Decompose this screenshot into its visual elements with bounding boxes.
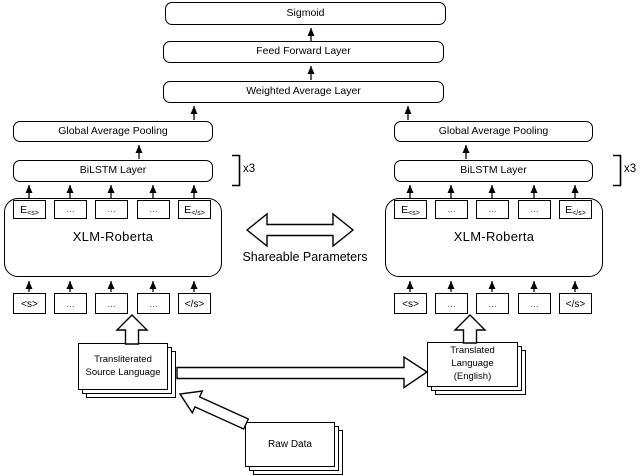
right-token-box: <s> xyxy=(394,293,427,314)
left-xlm-label: XLM-Roberta xyxy=(72,229,154,245)
stack-label-line1: Translated Language xyxy=(450,345,495,370)
embedding-sub: </s> xyxy=(572,210,586,217)
right-bilstm-label: BiLSTM Layer xyxy=(460,164,527,177)
sigmoid-label: Sigmoid xyxy=(286,6,325,19)
token-label: ... xyxy=(488,299,497,310)
embedding-label: ... xyxy=(530,204,539,215)
right-token-box: </s> xyxy=(559,293,592,314)
embedding-label: E xyxy=(20,203,28,216)
feed-forward-layer-box: Feed Forward Layer xyxy=(163,41,444,63)
left-token-box: </s> xyxy=(178,293,211,314)
shareable-parameters-label: Shareable Parameters xyxy=(242,250,368,264)
left-embedding-box: ... xyxy=(137,200,170,219)
left-embedding-box: E<s> xyxy=(13,200,46,219)
embedding-label: ... xyxy=(149,204,158,215)
token-label: </s> xyxy=(184,299,205,310)
right-gap-label: Global Average Pooling xyxy=(438,124,549,137)
left-bilstm-box: BiLSTM Layer xyxy=(13,160,213,182)
token-label: <s> xyxy=(402,299,419,310)
embedding-sub: </s> xyxy=(191,210,205,217)
stack-paper-front: Translated Language (English) xyxy=(427,342,518,387)
right-token-box: ... xyxy=(435,293,468,314)
left-token-box: ... xyxy=(137,293,170,314)
left-token-box: <s> xyxy=(13,293,46,314)
right-embedding-box: E</s> xyxy=(559,200,592,219)
embedding-label: ... xyxy=(107,204,116,215)
weighted-average-layer-box: Weighted Average Layer xyxy=(163,81,444,103)
left-upward-block-arrow xyxy=(115,314,149,345)
right-token-box: ... xyxy=(518,293,551,314)
embedding-sub: <s> xyxy=(408,210,420,217)
right-global-average-pooling-box: Global Average Pooling xyxy=(394,121,593,142)
stack-paper-front: Transliterated Source Language xyxy=(78,343,168,390)
token-label: </s> xyxy=(565,299,586,310)
token-label: ... xyxy=(66,299,75,310)
left-embedding-box: E</s> xyxy=(178,200,211,219)
token-label: ... xyxy=(447,299,456,310)
stack-label-line2: Source Language xyxy=(85,366,161,378)
diagonal-block-arrow xyxy=(178,390,250,430)
embedding-label: E xyxy=(184,203,192,216)
token-label: <s> xyxy=(21,299,38,310)
left-token-box: ... xyxy=(95,293,128,314)
embedding-label: ... xyxy=(447,204,456,215)
horizontal-block-arrow xyxy=(176,355,429,389)
right-embedding-box: ... xyxy=(476,200,509,219)
weighted-average-label: Weighted Average Layer xyxy=(246,85,361,98)
left-gap-label: Global Average Pooling xyxy=(58,124,168,137)
token-label: ... xyxy=(530,299,539,310)
right-embedding-box: E<s> xyxy=(394,200,427,219)
right-xlm-label: XLM-Roberta xyxy=(453,229,535,245)
stack-paper-front: Raw Data xyxy=(245,422,335,467)
feed-forward-label: Feed Forward Layer xyxy=(256,45,351,58)
right-upward-block-arrow xyxy=(453,314,487,344)
right-embedding-box: ... xyxy=(518,200,551,219)
right-x3-label: x3 xyxy=(624,163,637,175)
right-x3-bracket xyxy=(613,154,622,187)
stack-label-line1: Transliterated xyxy=(94,353,152,365)
left-embedding-box: ... xyxy=(54,200,87,219)
token-label: ... xyxy=(149,299,158,310)
left-x3-label: x3 xyxy=(243,163,256,175)
shareable-parameters-double-arrow xyxy=(245,212,355,248)
embedding-label: ... xyxy=(488,204,497,215)
embedding-label: ... xyxy=(66,204,75,215)
left-bilstm-label: BiLSTM Layer xyxy=(79,164,147,177)
stack-label-line2: (English) xyxy=(453,370,492,382)
token-label: ... xyxy=(107,299,116,310)
embedding-sub: <s> xyxy=(27,210,39,217)
right-token-box: ... xyxy=(476,293,509,314)
left-x3-bracket xyxy=(232,154,241,187)
right-bilstm-box: BiLSTM Layer xyxy=(394,160,593,182)
left-token-box: ... xyxy=(54,293,87,314)
left-embedding-box: ... xyxy=(95,200,128,219)
embedding-label: E xyxy=(401,203,409,216)
raw-data-label: Raw Data xyxy=(268,438,312,450)
embedding-label: E xyxy=(565,203,573,216)
left-global-average-pooling-box: Global Average Pooling xyxy=(13,121,213,142)
sigmoid-layer-box: Sigmoid xyxy=(165,2,446,25)
right-embedding-box: ... xyxy=(435,200,468,219)
